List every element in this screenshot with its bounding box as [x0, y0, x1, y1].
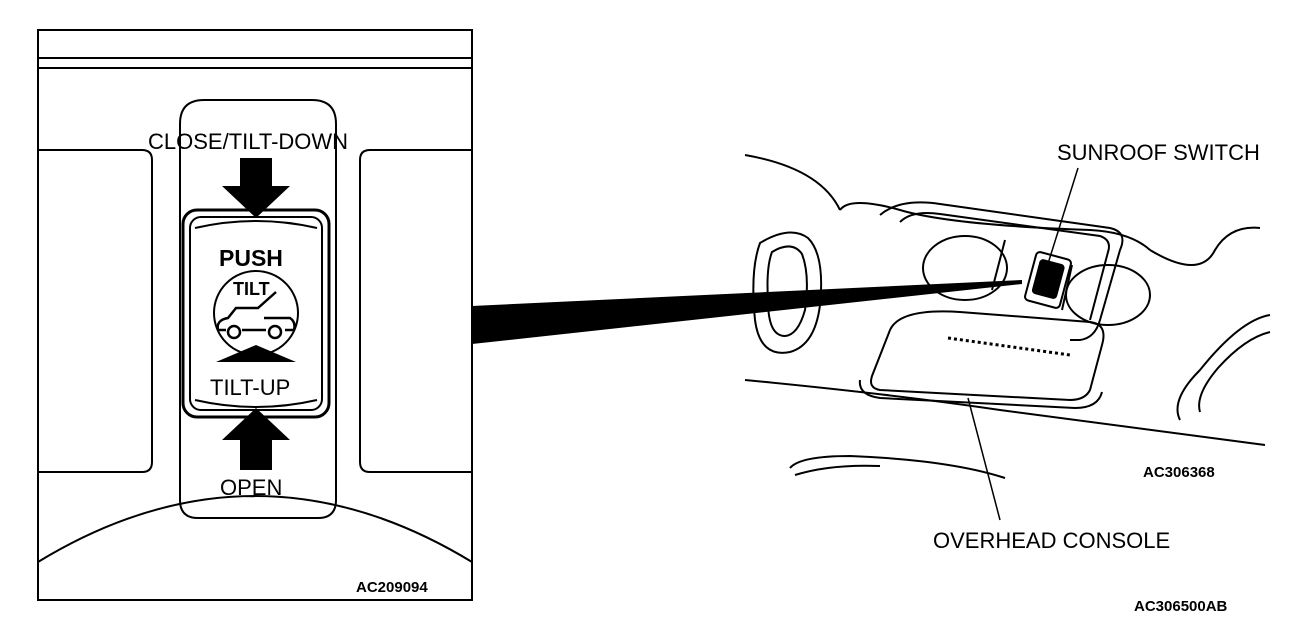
left-grab-handle-inner: [766, 245, 808, 338]
switch-arrows: [216, 158, 296, 470]
console-leader-line: [967, 397, 1001, 521]
left-side-pad: [38, 149, 153, 473]
tilt-label: TILT: [233, 279, 270, 299]
tilt-up-label: TILT-UP: [210, 375, 291, 400]
tilt-up-arrow: [216, 345, 296, 362]
trim-contour: [789, 454, 1006, 479]
lid-texture: [947, 336, 1071, 357]
detail-figure-code: AC209094: [356, 579, 428, 596]
console-bezel: [899, 212, 1110, 321]
headliner-right-contour: [1149, 226, 1261, 266]
button-top-curve: [194, 220, 318, 229]
right-grab-handle-inner: [1198, 331, 1271, 413]
detail-panel: [37, 29, 473, 601]
open-arrow: [222, 408, 290, 470]
car-front-wheel: [226, 324, 242, 340]
switch-housing: [179, 99, 337, 519]
console-lid: [870, 310, 1105, 402]
right-grab-handle: [1176, 314, 1271, 421]
close-arrow: [222, 158, 290, 218]
open-label: OPEN: [220, 475, 283, 500]
push-label: PUSH: [219, 245, 283, 271]
overview-figure-code: AC306368: [1143, 464, 1215, 481]
headliner-top-edge: [744, 154, 841, 211]
left-grab-handle: [752, 231, 823, 354]
overview-illustration: [744, 154, 1271, 521]
button-bottom-curve: [194, 399, 318, 408]
console-lid-outer: [858, 379, 1103, 410]
left-light-slot: [991, 239, 1006, 291]
console-body: [879, 201, 1124, 341]
console-sunroof-switch: [1024, 251, 1072, 309]
sheet-code: AC306500AB: [1134, 598, 1228, 615]
detail-panel-frame: [37, 29, 473, 601]
overhead-console-label: OVERHEAD CONSOLE: [933, 528, 1171, 553]
switch-leader-line: [1045, 167, 1079, 271]
left-map-light: [922, 235, 1008, 301]
console-outer-left: [839, 202, 1151, 251]
console-sunroof-switch-face: [1031, 259, 1065, 299]
right-side-pad: [359, 149, 472, 473]
right-light-slot: [1061, 264, 1073, 311]
close-tilt-down-label: CLOSE/TILT-DOWN: [148, 129, 349, 154]
car-tilt-icon: [216, 291, 296, 332]
callout-wedge: [472, 280, 1022, 344]
console-dome-curve: [37, 495, 473, 563]
trim-contour-2: [794, 464, 881, 476]
car-rear-wheel: [267, 324, 283, 340]
sunroof-switch-label: SUNROOF SWITCH: [1057, 140, 1260, 165]
headliner-lower-edge: [744, 379, 1266, 446]
